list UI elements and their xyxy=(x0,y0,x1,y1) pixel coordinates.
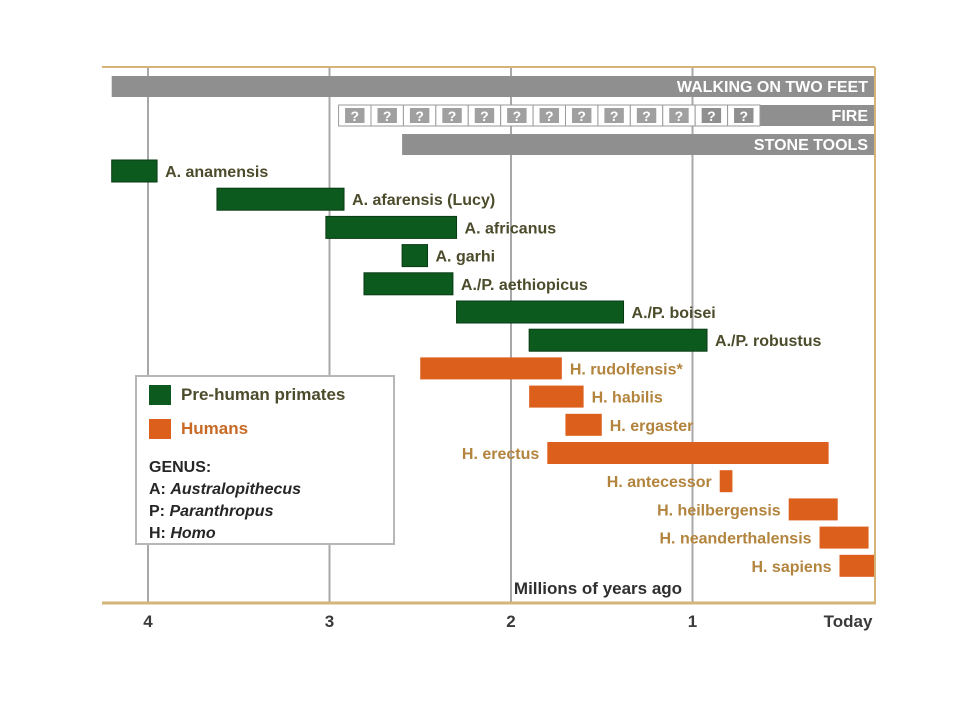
fire-marker-bg xyxy=(669,108,689,123)
species-label-h-antecessor: H. antecessor xyxy=(607,474,712,491)
species-label-a-africanus: A. africanus xyxy=(465,220,557,237)
fire-marker-bg xyxy=(442,108,462,123)
band-fire: ????????????? FIRE xyxy=(338,104,874,127)
x-axis-title: Millions of years ago xyxy=(514,579,682,598)
tick-label-3: 3 xyxy=(325,612,334,631)
fire-question-mark: ? xyxy=(740,108,749,124)
species-label-h-neanderthalensis: H. neanderthalensis xyxy=(660,531,812,548)
species-label-h-sapiens: H. sapiens xyxy=(751,559,831,576)
tick-label-2: 2 xyxy=(506,612,515,631)
fire-marker-bg xyxy=(377,108,397,123)
fire-marker-bg xyxy=(474,108,495,123)
species-label-h-heilbergensis: H. heilbergensis xyxy=(657,502,781,519)
species-label-h-habilis: H. habilis xyxy=(592,390,663,407)
species-bar-h-rudolfensis xyxy=(420,357,562,380)
fire-question-mark: ? xyxy=(480,108,489,124)
genus-row-h: H: Homo xyxy=(149,525,216,542)
species-label-a-p-aethiopicus: A./P. aethiopicus xyxy=(461,277,588,294)
species-label-a-afarensis-lucy: A. afarensis (Lucy) xyxy=(352,192,495,209)
species-bar-h-erectus xyxy=(547,442,829,464)
species-bar-a-africanus xyxy=(325,215,458,239)
band-stone-tools xyxy=(402,134,874,155)
species-bar-a-garhi xyxy=(401,244,429,268)
species-bar-h-habilis xyxy=(529,385,584,408)
legend-entry-pre-human: Pre-human primates xyxy=(149,385,345,405)
species-bar-h-neanderthalensis xyxy=(819,526,869,549)
band-stone-tools-label: STONE TOOLS xyxy=(754,137,868,154)
genus-key: GENUS: A: Australopithecus P: Paranthrop… xyxy=(149,457,301,545)
fire-question-mark: ? xyxy=(351,108,360,124)
band-fire-label-bg xyxy=(760,105,874,126)
fire-question-mark: ? xyxy=(383,108,392,124)
fire-marker-bg xyxy=(604,108,624,123)
legend-swatch-pre-human xyxy=(149,385,171,405)
fire-question-mark: ? xyxy=(415,108,424,124)
species-bar-a-p-robustus xyxy=(528,328,708,352)
tick-label-today: Today xyxy=(824,612,873,631)
legend: Pre-human primates Humans GENUS: A: Aust… xyxy=(135,375,395,545)
species-label-a-garhi: A. garhi xyxy=(436,249,496,266)
species-label-h-ergaster: H. ergaster xyxy=(610,418,694,435)
species-bar-h-ergaster xyxy=(565,413,602,436)
fire-marker-bg xyxy=(636,108,657,123)
species-label-a-p-robustus: A./P. robustus xyxy=(715,333,821,350)
legend-entry-humans: Humans xyxy=(149,419,248,439)
species-bars: A. anamensis A. afarensis (Lucy) A. africa… xyxy=(111,159,874,577)
fire-marker-bg xyxy=(734,108,754,123)
genus-row-p: P: Paranthropus xyxy=(149,503,274,520)
species-bar-a-p-aethiopicus xyxy=(363,272,454,296)
genus-title: GENUS: xyxy=(149,459,212,476)
fire-marker-bg xyxy=(571,108,592,123)
fire-marker-bg xyxy=(345,108,365,123)
species-label-h-rudolfensis: H. rudolfensis* xyxy=(570,361,684,378)
species-label-h-erectus: H. erectus xyxy=(462,446,539,463)
fire-question-mark: ? xyxy=(448,108,457,124)
species-bar-h-antecessor xyxy=(719,470,733,493)
fire-question-mark: ? xyxy=(707,108,716,124)
band-fire-label: FIRE xyxy=(832,108,869,125)
species-bar-a-anamensis xyxy=(111,159,158,183)
plot-frame xyxy=(102,66,876,605)
species-bar-a-p-boisei xyxy=(456,300,625,324)
fire-marker-bg xyxy=(507,108,527,123)
fire-question-mark: ? xyxy=(642,108,651,124)
legend-label-humans: Humans xyxy=(181,419,249,438)
species-label-a-p-boisei: A./P. boisei xyxy=(632,305,716,322)
legend-label-pre-human: Pre-human primates xyxy=(181,385,346,404)
species-bar-h-heilbergensis xyxy=(788,498,838,521)
genus-row-a: A: Australopithecus xyxy=(149,481,302,498)
x-axis-ticks: 4 3 2 1 Today xyxy=(143,612,873,631)
band-walking-on-two-feet xyxy=(111,76,874,97)
fire-marker-bg xyxy=(701,108,722,123)
fire-question-mark: ? xyxy=(513,108,522,124)
fire-question-mark: ? xyxy=(610,108,619,124)
fire-question-mark: ? xyxy=(577,108,586,124)
tick-label-1: 1 xyxy=(688,612,697,631)
fire-question-mark: ? xyxy=(545,108,554,124)
tick-label-4: 4 xyxy=(143,612,153,631)
fire-marker-bg xyxy=(409,108,430,123)
species-label-a-anamensis: A. anamensis xyxy=(165,164,268,181)
legend-swatch-humans xyxy=(149,419,171,439)
species-bar-a-afarensis-lucy xyxy=(216,187,345,211)
fire-marker-bg xyxy=(539,108,560,123)
trait-bands: WALKING ON TWO FEET????????????? FIRE STON… xyxy=(111,76,874,155)
fire-question-mark: ? xyxy=(675,108,684,124)
species-bar-h-sapiens xyxy=(839,554,874,577)
band-walking-on-two-feet-label: WALKING ON TWO FEET xyxy=(677,79,868,96)
